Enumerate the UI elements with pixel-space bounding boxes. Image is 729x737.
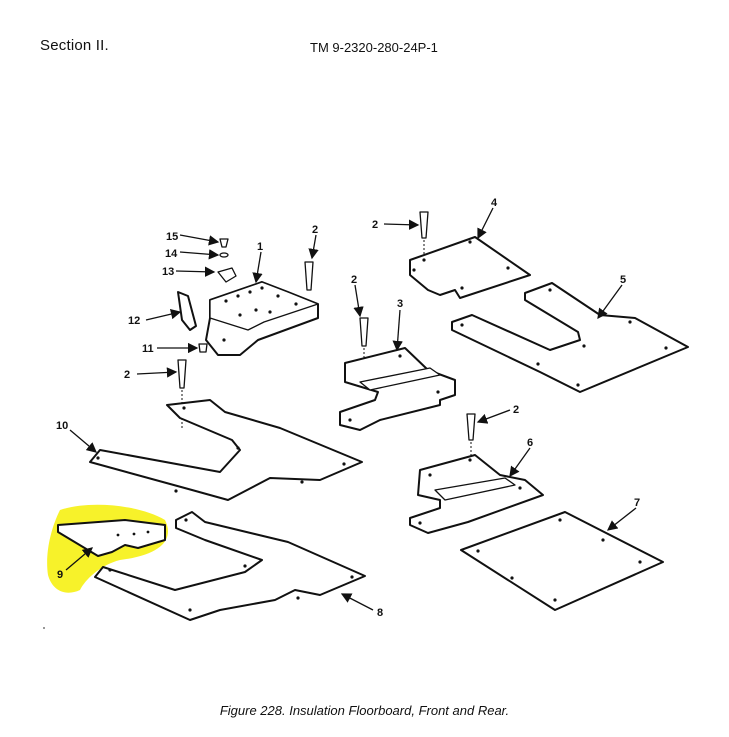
callout-12: 12 bbox=[128, 315, 140, 327]
callout-2-b: 2 bbox=[312, 224, 318, 236]
part-8-plate bbox=[94, 511, 366, 621]
stray-mark bbox=[43, 627, 45, 629]
part-1-plate bbox=[205, 281, 319, 356]
section-label: Section II. bbox=[40, 37, 109, 54]
screw-2-c bbox=[359, 317, 369, 370]
part-4-plate bbox=[409, 236, 531, 299]
part-12-clip bbox=[177, 291, 197, 331]
callout-15: 15 bbox=[166, 231, 178, 243]
callout-7: 7 bbox=[634, 497, 640, 509]
part-5-plate bbox=[451, 282, 689, 393]
part-11-screw bbox=[198, 343, 208, 353]
part-9-plate bbox=[57, 519, 166, 557]
callout-4: 4 bbox=[491, 197, 498, 209]
part-6-plate bbox=[409, 454, 544, 534]
screw-2-e bbox=[466, 413, 476, 465]
callout-2-e: 2 bbox=[513, 404, 519, 416]
callout-9: 9 bbox=[57, 569, 63, 581]
part-3-plate bbox=[339, 347, 456, 431]
screw-2-b bbox=[304, 261, 314, 291]
callout-14: 14 bbox=[165, 248, 178, 260]
callout-13: 13 bbox=[162, 266, 174, 278]
callout-3: 3 bbox=[397, 298, 403, 310]
screw-2-d bbox=[419, 211, 429, 260]
callout-8: 8 bbox=[377, 607, 383, 619]
manual-id: TM 9-2320-280-24P-1 bbox=[310, 40, 438, 55]
callout-2-d: 2 bbox=[372, 219, 378, 231]
callout-5: 5 bbox=[620, 274, 626, 286]
callout-6: 6 bbox=[527, 437, 533, 449]
callout-2-c: 2 bbox=[351, 274, 357, 286]
figure-caption: Figure 228. Insulation Floorboard, Front… bbox=[219, 703, 510, 718]
callout-10: 10 bbox=[56, 420, 68, 432]
callout-2-a: 2 bbox=[124, 369, 130, 381]
part-10-plate bbox=[89, 399, 363, 501]
part-7-plate bbox=[460, 511, 664, 611]
callout-11: 11 bbox=[142, 343, 154, 355]
part-13-bracket bbox=[217, 267, 237, 283]
part-14-washer bbox=[219, 252, 229, 258]
callout-1: 1 bbox=[257, 241, 263, 253]
part-15-screw bbox=[219, 238, 229, 248]
